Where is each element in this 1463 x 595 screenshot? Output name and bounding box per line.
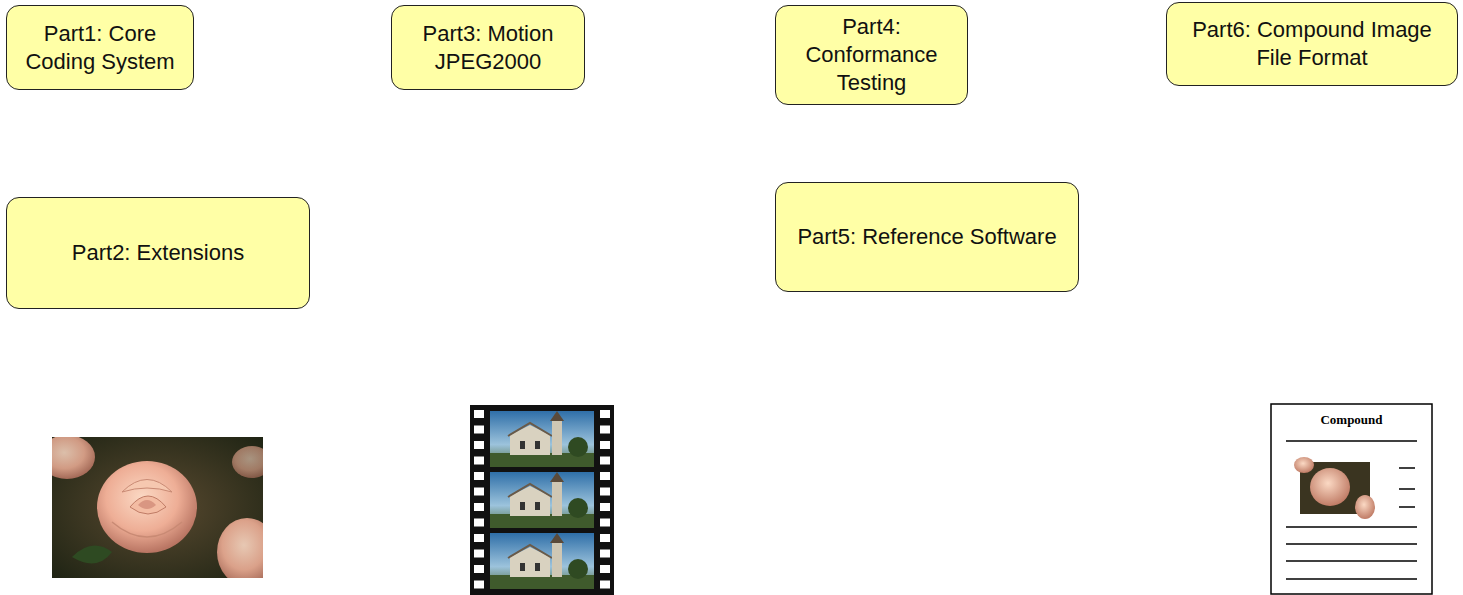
part-box: Part1: Core Coding System — [6, 5, 194, 90]
part-box: Part5: Reference Software — [775, 182, 1079, 292]
part-box: Part4: Conformance Testing — [775, 5, 968, 105]
part-title: Part5: Reference Software — [797, 223, 1056, 251]
part-title: Part6: Compound Image File Format — [1177, 16, 1447, 72]
compound-document — [1270, 403, 1433, 595]
film-strip — [470, 405, 614, 595]
part-title: Part4: Conformance Testing — [786, 13, 957, 97]
part-title: Part1: Core Coding System — [17, 20, 183, 76]
part-title: Part2: Extensions — [72, 239, 244, 267]
part-box: Part6: Compound Image File Format — [1166, 2, 1458, 86]
part-box: Part2: Extensions — [6, 197, 310, 309]
document-heading: Compound — [1270, 412, 1433, 428]
part-box: Part3: Motion JPEG2000 — [391, 5, 585, 90]
part-title: Part3: Motion JPEG2000 — [402, 20, 574, 76]
rose-photo — [52, 437, 263, 578]
